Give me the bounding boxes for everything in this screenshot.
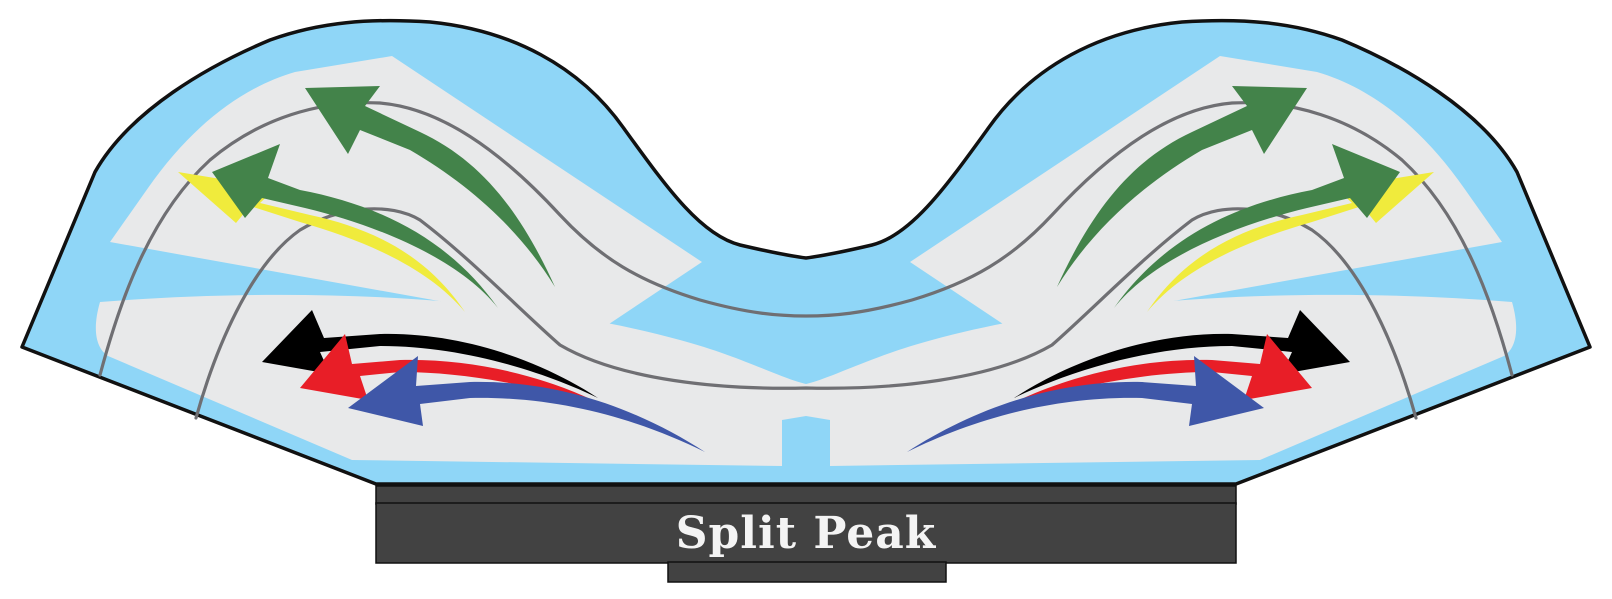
flow-curve-outer: [98, 101, 1514, 377]
left-red-arrow: [300, 334, 620, 414]
base-plate-foot: [667, 561, 947, 583]
base-plate-top-strip: [375, 485, 1237, 505]
right-green-arrow-top: [1057, 86, 1307, 287]
left-green-arrow-top: [305, 86, 555, 287]
center-channel: [786, 420, 826, 472]
right-upper-panel: [910, 56, 1502, 330]
left-yellow-arrow: [178, 172, 465, 312]
right-yellow-arrow: [1147, 172, 1434, 312]
right-green-arrow-middle: [1114, 144, 1400, 308]
left-arrows: [178, 86, 705, 452]
center-panel: [95, 294, 1517, 466]
base-plate-main: [375, 502, 1237, 564]
right-blue-arrow: [907, 356, 1264, 452]
diagram-label: Split Peak: [676, 508, 937, 559]
left-green-arrow-middle: [212, 144, 498, 308]
left-blue-arrow: [348, 356, 705, 452]
base-plate: Split Peak: [375, 485, 1237, 583]
left-upper-panel: [110, 56, 702, 330]
right-arrows: [907, 86, 1434, 452]
right-red-arrow: [992, 334, 1312, 414]
